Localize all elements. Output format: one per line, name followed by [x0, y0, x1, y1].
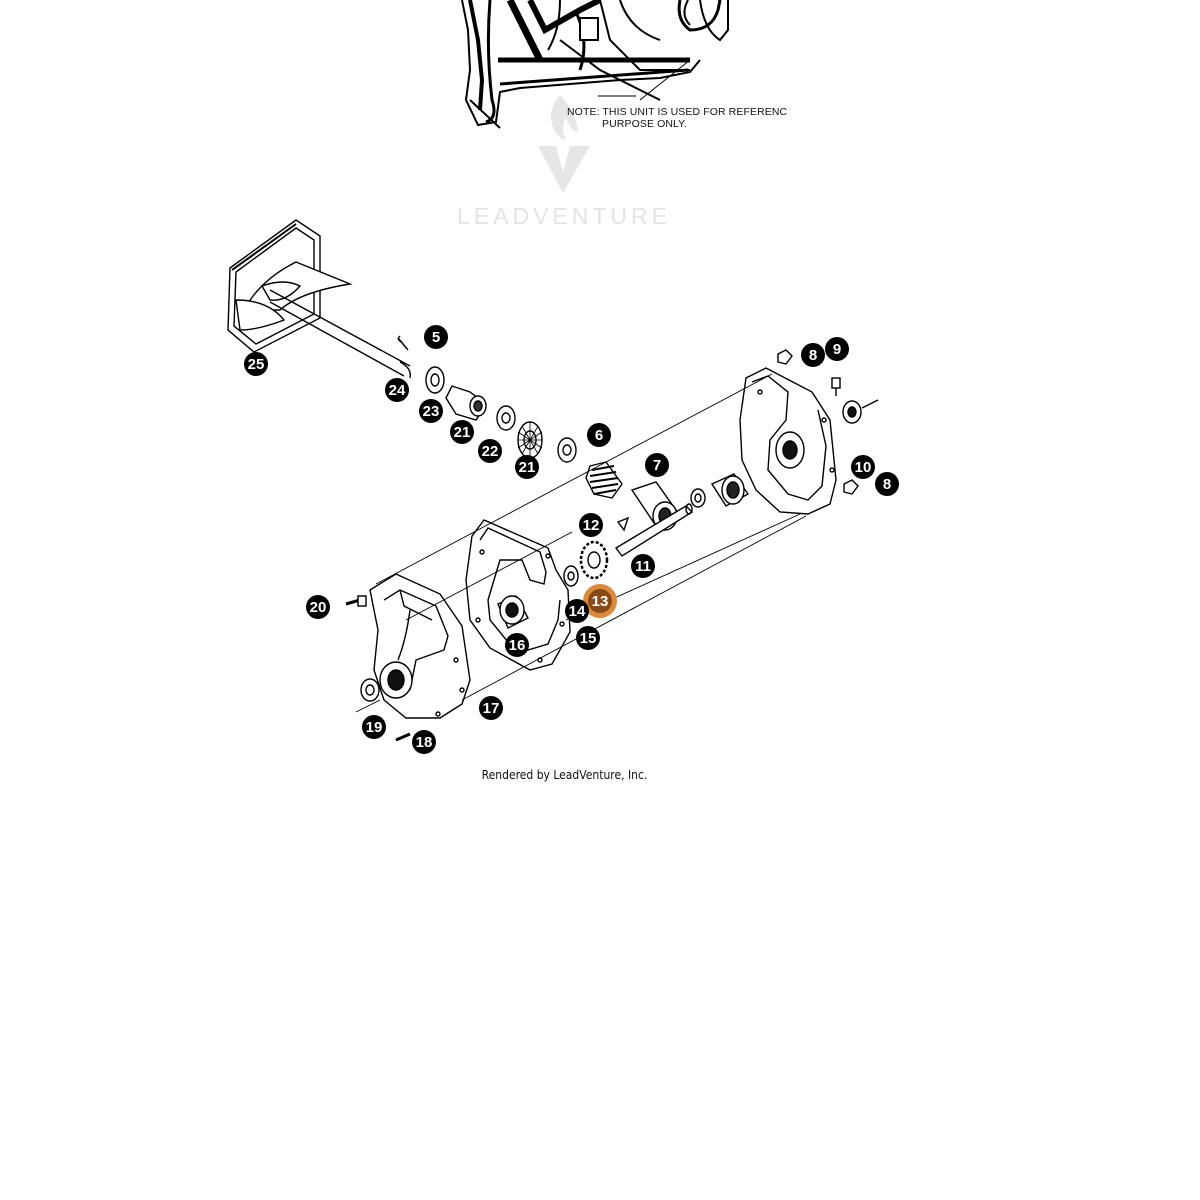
- callout-label: 21: [519, 459, 536, 476]
- callout-label: 18: [416, 734, 433, 751]
- callout-21a[interactable]: 21: [450, 420, 474, 444]
- callout-badge: [565, 599, 589, 623]
- callout-15[interactable]: 15: [576, 626, 600, 650]
- assembly-linework: [227, 219, 879, 742]
- callout-label: 5: [432, 329, 440, 346]
- callout-label: 19: [366, 719, 383, 736]
- callout-8b[interactable]: 8: [875, 472, 899, 496]
- watermark-text: LEADVENTURE: [457, 203, 671, 229]
- callout-17[interactable]: 17: [479, 696, 503, 720]
- callout-6[interactable]: 6: [587, 423, 611, 447]
- callout-22[interactable]: 22: [478, 439, 502, 463]
- flame-v-logo-icon: [538, 95, 590, 193]
- callout-label: 25: [248, 356, 265, 373]
- callout-label: 7: [653, 457, 661, 474]
- callout-label: 12: [583, 517, 600, 534]
- callout-13[interactable]: 13: [583, 584, 617, 618]
- callout-label: 16: [509, 637, 526, 654]
- callout-21b[interactable]: 21: [515, 455, 539, 479]
- callout-badge: [645, 453, 669, 477]
- callout-badge: [306, 595, 330, 619]
- callout-24[interactable]: 24: [385, 378, 409, 402]
- callout-badge: [450, 420, 474, 444]
- callout-20[interactable]: 20: [306, 595, 330, 619]
- callout-badge: [851, 455, 875, 479]
- note-line-2: PURPOSE ONLY.: [602, 118, 687, 130]
- callout-badge: [515, 455, 539, 479]
- callout-label: 8: [809, 347, 817, 364]
- callout-label: 23: [423, 403, 440, 420]
- callout-badge: [588, 589, 612, 613]
- callout-badge: [244, 352, 268, 376]
- callout-label: 8: [883, 476, 891, 493]
- callout-label: 14: [569, 603, 586, 620]
- callout-label: 15: [580, 630, 597, 647]
- callout-25[interactable]: 25: [244, 352, 268, 376]
- callout-badge: [875, 472, 899, 496]
- callout-label: 22: [482, 443, 499, 460]
- callout-14[interactable]: 14: [565, 599, 589, 623]
- callout-12[interactable]: 12: [579, 513, 603, 537]
- callout-16[interactable]: 16: [505, 633, 529, 657]
- callout-8a[interactable]: 8: [801, 343, 825, 367]
- callout-11[interactable]: 11: [631, 554, 655, 578]
- callout-10[interactable]: 10: [851, 455, 875, 479]
- callout-badge: [579, 513, 603, 537]
- reference-unit-drawing: [461, 0, 729, 129]
- reference-note: NOTE: THIS UNIT IS USED FOR REFERENC PUR…: [567, 106, 787, 130]
- callout-badge: [479, 696, 503, 720]
- note-line-1: NOTE: THIS UNIT IS USED FOR REFERENC: [567, 106, 788, 118]
- callout-label: 9: [833, 341, 841, 358]
- callout-19[interactable]: 19: [362, 715, 386, 739]
- callout-label: 20: [310, 599, 327, 616]
- callout-23[interactable]: 23: [419, 399, 443, 423]
- callout-badge: [825, 337, 849, 361]
- callout-label: 10: [855, 459, 872, 476]
- callout-9[interactable]: 9: [825, 337, 849, 361]
- callout-label: 13: [592, 593, 609, 610]
- callout-label: 17: [483, 700, 500, 717]
- callout-badge: [362, 715, 386, 739]
- callout-badge: [631, 554, 655, 578]
- rendered-by-footer: Rendered by LeadVenture, Inc.: [481, 768, 648, 782]
- callout-badge: [587, 423, 611, 447]
- callout-badge: [576, 626, 600, 650]
- callout-18[interactable]: 18: [412, 730, 436, 754]
- callout-badge: [412, 730, 436, 754]
- callout-badge: [424, 325, 448, 349]
- callout-badge: [385, 378, 409, 402]
- callout-7[interactable]: 7: [645, 453, 669, 477]
- callout-5[interactable]: 5: [424, 325, 448, 349]
- callout-badge: [419, 399, 443, 423]
- callout-label: 11: [635, 558, 651, 575]
- callout-label: 6: [595, 427, 603, 444]
- callout-label: 24: [389, 382, 406, 399]
- callout-label: 21: [454, 424, 471, 441]
- callout-badge: [478, 439, 502, 463]
- callout-badge: [801, 343, 825, 367]
- callout-badge: [505, 633, 529, 657]
